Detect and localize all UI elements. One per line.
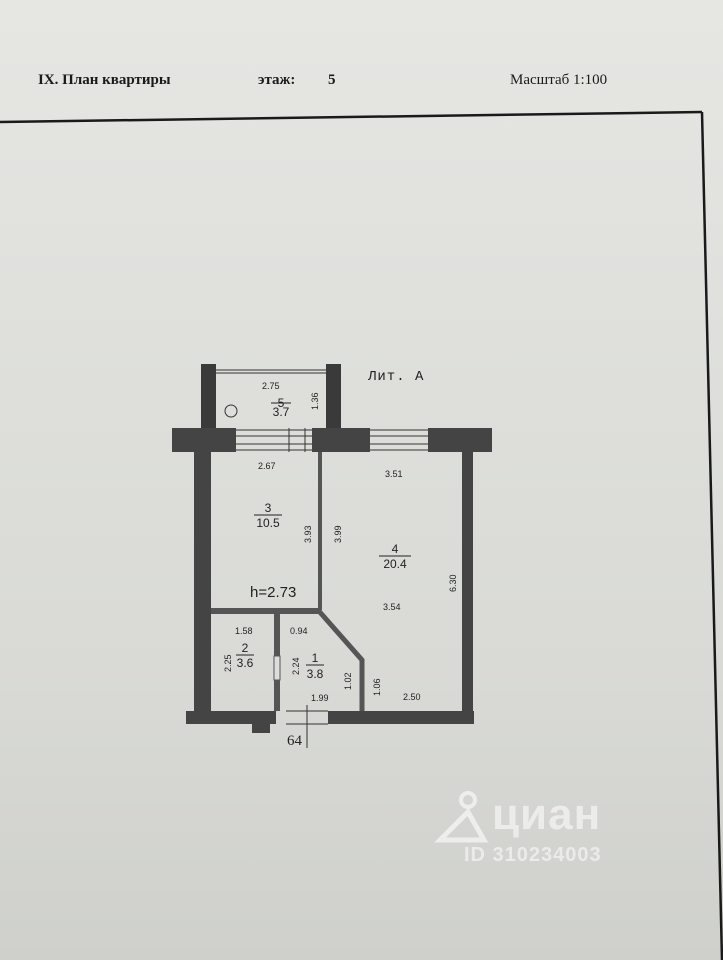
dim-room1-side: 2.24 [291,657,301,675]
room-5-area: 3.7 [273,405,290,419]
wall-top-left [172,428,236,452]
partition-room3-bath [211,608,318,614]
wall-top-mid [312,428,370,452]
dim-room3-width: 2.67 [258,461,276,471]
dim-room4-mid-width: 3.54 [383,602,401,612]
dim-room4-bottom-width: 2.50 [403,692,421,702]
dim-balcony-width: 2.75 [262,381,280,391]
dim-room4-right-height: 6.30 [448,574,458,592]
inventory-number: 64 [287,733,302,749]
watermark: циан ID 310234003 [432,790,692,870]
dim-room1-top: 0.94 [290,626,308,636]
wall-left [194,452,211,724]
room-2-number: 2 [242,641,249,655]
wall-right [462,452,473,712]
dim-room4-top-width: 3.51 [385,469,403,479]
shaft-block [252,722,270,733]
wall-bottom-right [328,711,474,724]
wall-bottom-left [186,711,276,724]
ceiling-height: h=2.73 [250,584,297,601]
room-1-label: 1 3.8 [306,651,324,681]
dim-balcony-depth: 1.36 [310,392,320,410]
floor-label: этаж: [258,72,296,88]
room-1-area: 3.8 [307,667,324,681]
dim-room3-depth: 3.93 [303,525,313,543]
frame-top-line [0,110,703,124]
dim-room4-left-height: 3.99 [333,525,343,543]
balcony-wall-right [326,364,341,428]
watermark-brand: циан [492,790,602,839]
room-3-number: 3 [265,501,272,515]
room-2-area: 3.6 [237,656,254,670]
room-4-area: 20.4 [383,557,407,571]
dim-room2-height: 2.25 [223,654,233,672]
room-1-number: 1 [312,651,319,665]
window-right [370,429,428,451]
room-4-number: 4 [392,542,399,556]
room-4-label: 4 20.4 [379,542,411,571]
room-3-label: 3 10.5 [254,501,282,530]
room-3-area: 10.5 [256,516,280,530]
dim-room1-diag: 1.02 [343,672,353,690]
plan-title: IX. План квартиры [38,72,171,88]
dimension-labels: 2.75 1.36 2.67 3.93 3.51 3.99 6.30 3.54 … [223,381,458,703]
room-5-label: 5 3.7 [271,396,291,419]
dim-room2-width: 1.58 [235,626,253,636]
room-2-label: 2 3.6 [236,641,254,670]
dim-room1-bottom: 1.99 [311,693,329,703]
balcony-fixture-icon [224,404,238,418]
partition-room1-diagonal [316,608,365,711]
balcony-wall-left [201,364,216,428]
floor-value: 5 [328,72,336,88]
partition-room3-room4 [318,452,322,610]
dim-room4-diag: 1.06 [372,678,382,696]
location-pin-icon [433,791,489,843]
scale-label: Масштаб 1:100 [510,72,608,88]
wall-top-right [428,428,492,452]
frame-right-line [700,111,723,960]
watermark-id: ID 310234003 [464,844,602,866]
window-left [236,428,312,452]
building-letter: Лит. А [368,369,425,385]
door-room2 [273,655,281,681]
